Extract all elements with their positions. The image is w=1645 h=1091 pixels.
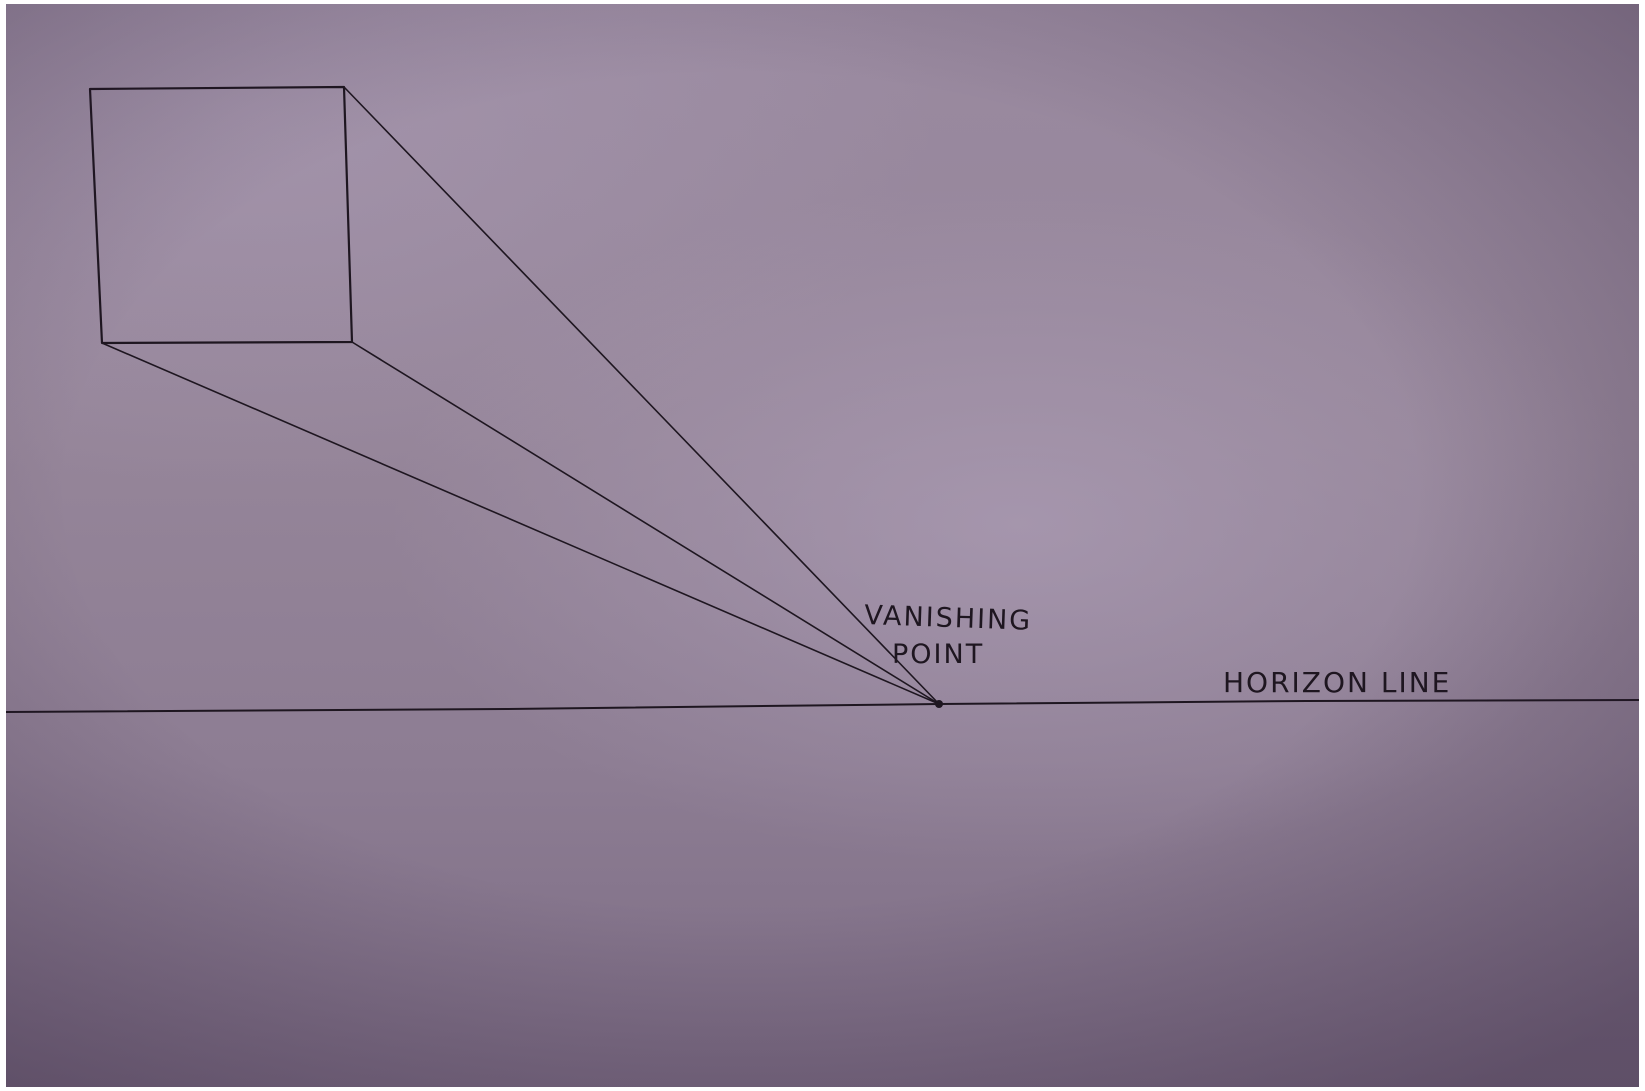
orthogonal-line-bottom-left	[101, 342, 940, 705]
orthogonal-line-bottom-right	[351, 341, 940, 705]
horizon-line-label: HORIZON LINE	[1223, 666, 1451, 699]
vanishing-point-dot	[935, 700, 943, 708]
vanishing-label-line2: POINT	[892, 639, 984, 670]
paper-photo: VANISHING POINT HORIZON LINE	[6, 4, 1639, 1087]
horizon-line	[6, 699, 1639, 713]
orthogonal-line-top-right	[343, 86, 940, 705]
box-front-square	[88, 85, 354, 345]
vanishing-label-line1: VANISHING	[864, 600, 1033, 637]
perspective-drawing: VANISHING POINT HORIZON LINE	[6, 85, 1639, 713]
